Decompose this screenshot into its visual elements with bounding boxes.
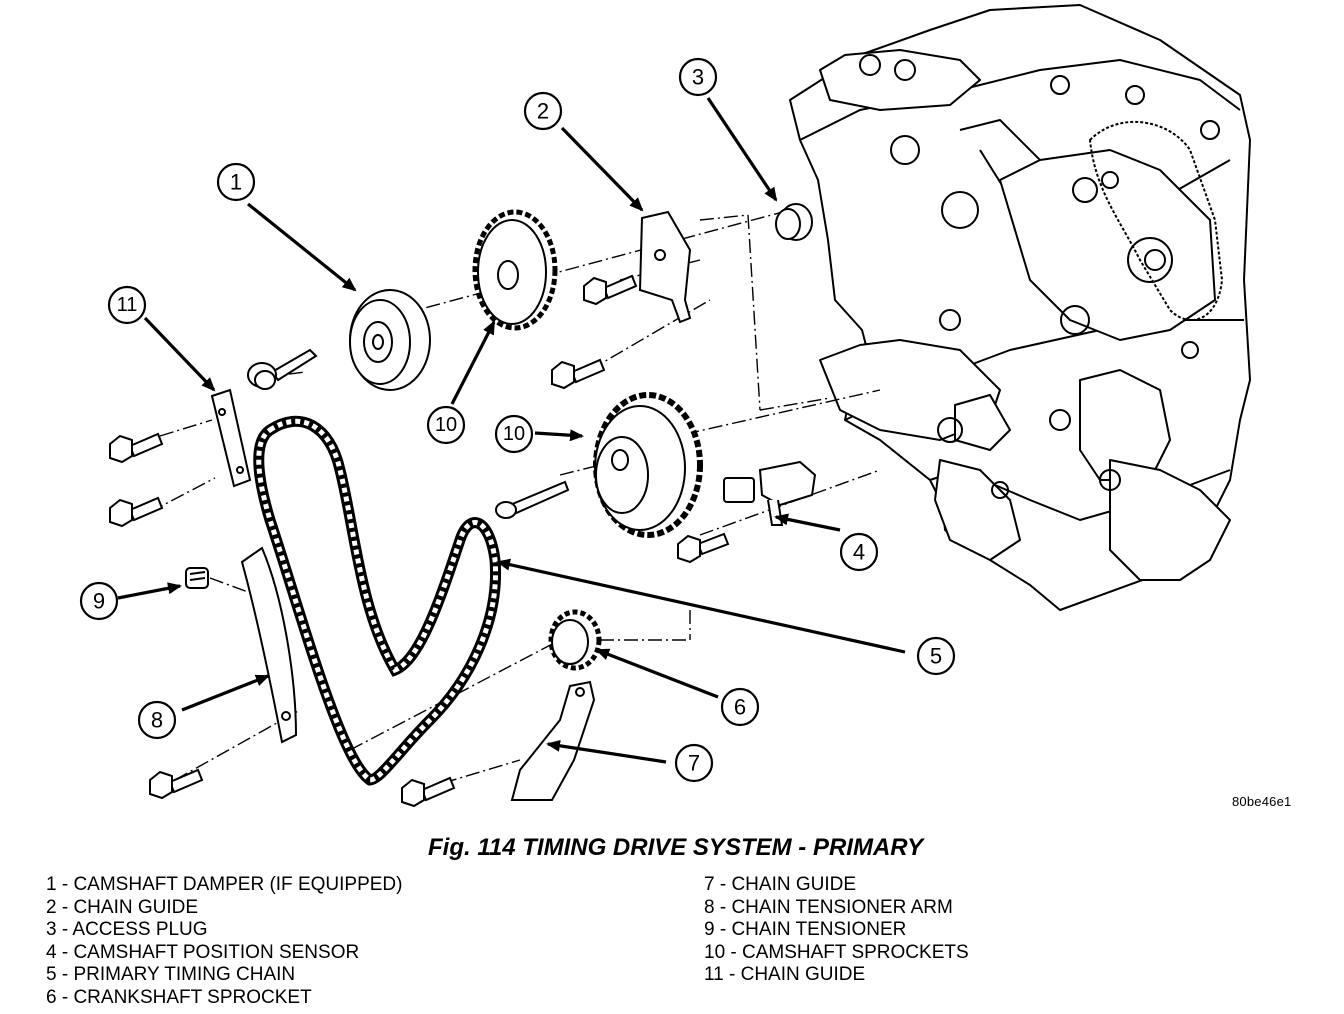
primary-timing-chain	[253, 415, 502, 786]
callout-2: 2	[523, 91, 563, 131]
svg-text:5: 5	[930, 644, 942, 669]
svg-text:11: 11	[117, 294, 138, 316]
bolt-guide-upper-a	[583, 274, 638, 306]
svg-text:7: 7	[688, 751, 700, 776]
sprocket-bolt	[495, 480, 570, 519]
legend-item: 7 - CHAIN GUIDE	[704, 874, 857, 895]
camshaft-sprocket-lower	[593, 392, 703, 538]
bolt-guide-upper	[109, 432, 164, 464]
callout-4: 4	[839, 532, 879, 572]
svg-text:10: 10	[503, 423, 525, 445]
bolt-chain-guide-lower	[401, 776, 456, 808]
svg-text:8: 8	[151, 708, 163, 733]
damper-bolt	[247, 348, 318, 390]
camshaft-position-sensor	[723, 460, 817, 526]
callout-1: 1	[216, 162, 256, 202]
crankshaft-sprocket	[548, 609, 602, 671]
legend-item: 4 - CAMSHAFT POSITION SENSOR	[46, 941, 360, 963]
callout-8: 8	[137, 700, 177, 740]
callout-6: 6	[720, 687, 760, 727]
legend-item: 6 - CRANKSHAFT SPROCKET	[46, 986, 312, 1008]
legend-item: 9 - CHAIN TENSIONER	[704, 919, 907, 941]
svg-text:3: 3	[692, 65, 704, 90]
reference-code: 80be46e1	[1232, 794, 1292, 809]
figure-title: Fig. 114 TIMING DRIVE SYSTEM - PRIMARY	[428, 834, 924, 861]
legend-item: 1 - CAMSHAFT DAMPER (IF EQUIPPED)	[46, 874, 403, 895]
access-plug	[775, 203, 813, 241]
svg-text:1: 1	[230, 170, 242, 195]
callout-10-upper: 10	[426, 405, 466, 445]
callout-9: 9	[79, 581, 119, 621]
svg-text:10: 10	[435, 414, 457, 436]
svg-text:4: 4	[853, 540, 865, 565]
legend-item: 10 - CAMSHAFT SPROCKETS	[704, 941, 969, 963]
legend-item: 5 - PRIMARY TIMING CHAIN	[46, 964, 296, 986]
svg-text:6: 6	[734, 695, 746, 720]
bolt-guide-lower	[109, 496, 164, 528]
bolt-tensioner-arm	[149, 768, 204, 800]
leader-arrows	[117, 97, 906, 764]
legend-right-column: 7 - CHAIN GUIDE 8 - CHAIN TENSIONER ARM …	[704, 874, 969, 987]
callout-3: 3	[678, 57, 718, 97]
legend-item: 8 - CHAIN TENSIONER ARM	[704, 896, 953, 918]
svg-text:9: 9	[93, 589, 105, 614]
loose-bolts	[109, 274, 730, 808]
callout-11: 11	[107, 285, 147, 325]
left-chain-guide	[210, 388, 252, 488]
legend-item: 3 - ACCESS PLUG	[46, 919, 208, 941]
chain-tensioner-arm	[240, 546, 298, 744]
lower-chain-guide	[510, 680, 596, 801]
engine-block	[789, 4, 1251, 611]
upper-chain-guide	[638, 210, 692, 324]
svg-text:2: 2	[537, 99, 549, 124]
legend-item: 2 - CHAIN GUIDE	[46, 896, 199, 918]
camshaft-sprocket-upper	[472, 209, 558, 331]
engine-detail-circles	[859, 54, 1220, 499]
bolt-sensor	[677, 532, 730, 564]
camshaft-damper	[349, 289, 431, 391]
chain-tensioner	[185, 567, 209, 589]
legend-left-column: 1 - CAMSHAFT DAMPER (IF EQUIPPED) 2 - CH…	[46, 874, 402, 1010]
legend-item: 11 - CHAIN GUIDE	[704, 964, 866, 986]
callout-10-lower: 10	[494, 414, 534, 454]
callout-7: 7	[674, 743, 714, 783]
bolt-guide-upper-b	[551, 358, 606, 390]
callout-5: 5	[916, 636, 956, 676]
